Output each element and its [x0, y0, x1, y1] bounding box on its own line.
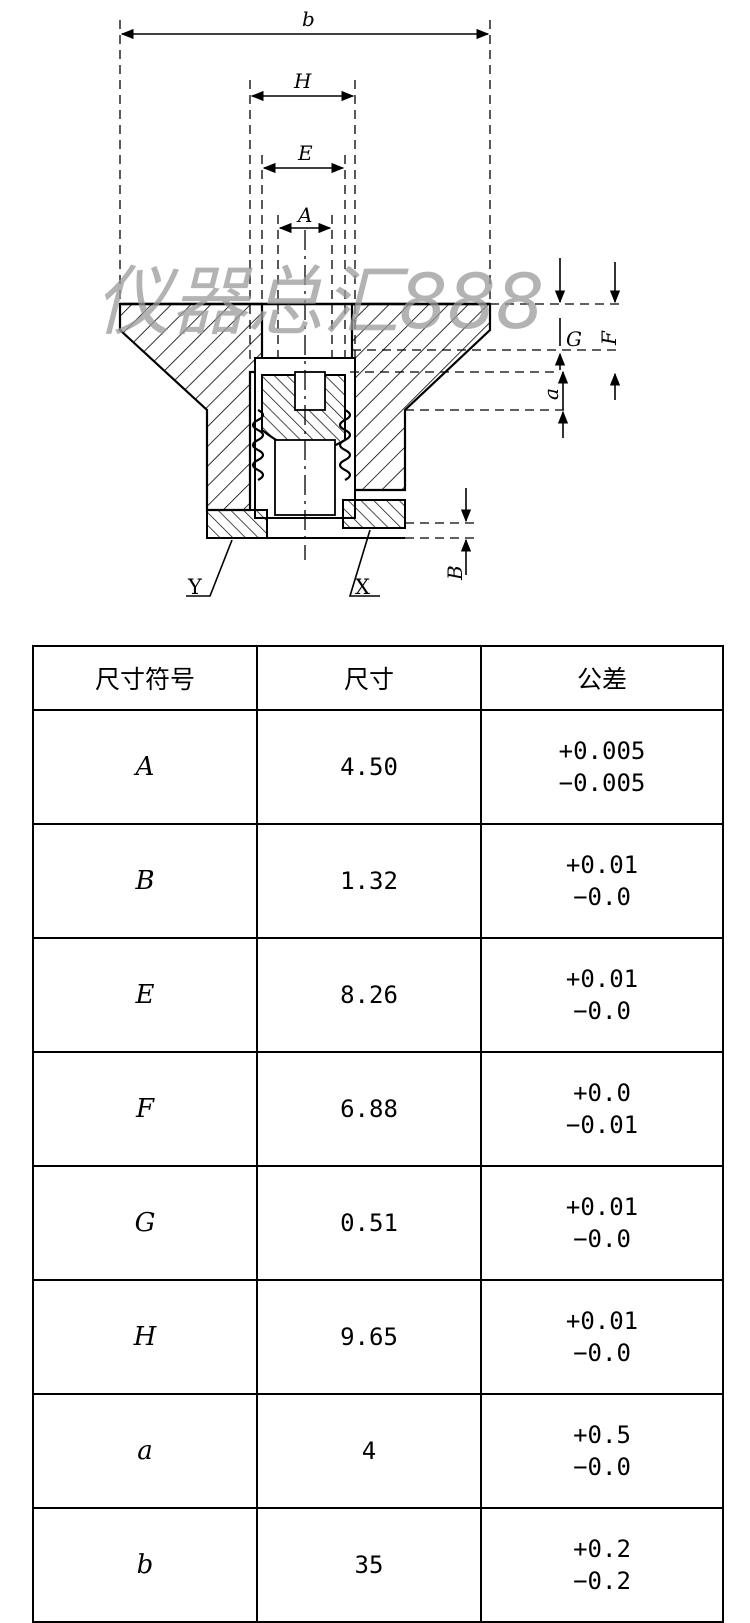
dim-label-b-thickness: B: [443, 565, 467, 581]
tol-plus: +0.01: [565, 1193, 639, 1221]
cell-size: 8.26: [256, 937, 482, 1053]
tol-plus: +0.01: [565, 1307, 639, 1335]
header-size: 尺寸: [256, 645, 482, 711]
cell-tolerance: +0.5 −0.0: [480, 1393, 724, 1509]
tol-minus: −0.0: [573, 1453, 631, 1481]
cell-size: 4.50: [256, 709, 482, 825]
cell-symbol: H: [32, 1279, 258, 1395]
tol-minus: −0.01: [565, 1111, 639, 1139]
callout-x: X: [355, 575, 370, 599]
dim-label-a-lower: a: [539, 388, 563, 400]
cell-symbol: E: [32, 937, 258, 1053]
table-row: H 9.65 +0.01 −0.0: [32, 1279, 724, 1395]
spring-right: [338, 409, 352, 481]
projection-lines: [119, 20, 620, 560]
cell-tolerance: +0.01 −0.0: [480, 1279, 724, 1395]
cell-symbol: G: [32, 1165, 258, 1281]
cell-symbol: b: [32, 1507, 258, 1623]
dimension-table: 尺寸符号 尺寸 公差 A 4.50 +0.005 −0.005 B 1.32 +0…: [32, 645, 724, 1623]
cell-size: 4: [256, 1393, 482, 1509]
cell-tolerance: +0.005 −0.005: [480, 709, 724, 825]
tol-minus: −0.005: [558, 769, 646, 797]
spring-left: [251, 409, 265, 481]
washer-right: [342, 499, 406, 529]
tol-plus: +0.0: [573, 1079, 631, 1107]
cell-tolerance: +0.01 −0.0: [480, 823, 724, 939]
tol-minus: −0.0: [573, 1225, 631, 1253]
table-row: A 4.50 +0.005 −0.005: [32, 709, 724, 825]
header-symbol: 尺寸符号: [32, 645, 258, 711]
cell-symbol: a: [32, 1393, 258, 1509]
tol-minus: −0.2: [573, 1567, 631, 1595]
table-row: G 0.51 +0.01 −0.0: [32, 1165, 724, 1281]
tol-minus: −0.0: [573, 997, 631, 1025]
cell-symbol: F: [32, 1051, 258, 1167]
tol-plus: +0.01: [565, 965, 639, 993]
watermark-text: 仪器总汇888: [95, 257, 544, 346]
tol-minus: −0.0: [573, 883, 631, 911]
header-tolerance: 公差: [480, 645, 724, 711]
cell-size: 0.51: [256, 1165, 482, 1281]
cell-symbol: B: [32, 823, 258, 939]
cell-tolerance: +0.01 −0.0: [480, 937, 724, 1053]
gauge-drawing: b H E A G F a B Y X 仪器总汇888: [0, 0, 750, 615]
callout-y: Y: [187, 575, 203, 599]
cell-size: 9.65: [256, 1279, 482, 1395]
tol-minus: −0.0: [573, 1339, 631, 1367]
dim-label-g: G: [566, 327, 582, 351]
dim-label-f: F: [597, 330, 621, 346]
table-row: F 6.88 +0.0 −0.01: [32, 1051, 724, 1167]
cell-size: 1.32: [256, 823, 482, 939]
cell-tolerance: +0.01 −0.0: [480, 1165, 724, 1281]
tol-plus: +0.01: [565, 851, 639, 879]
tol-plus: +0.5: [573, 1421, 631, 1449]
table-row: a 4 +0.5 −0.0: [32, 1393, 724, 1509]
cell-size: 35: [256, 1507, 482, 1623]
cell-symbol: A: [32, 709, 258, 825]
washer-left: [206, 509, 268, 539]
dim-label-b: b: [302, 7, 315, 31]
table-row: b 35 +0.2 −0.2: [32, 1507, 724, 1623]
table-row: E 8.26 +0.01 −0.0: [32, 937, 724, 1053]
cell-size: 6.88: [256, 1051, 482, 1167]
dim-label-h: H: [293, 69, 312, 93]
tol-plus: +0.005: [558, 737, 646, 765]
tol-plus: +0.2: [573, 1535, 631, 1563]
cell-tolerance: +0.0 −0.01: [480, 1051, 724, 1167]
cell-tolerance: +0.2 −0.2: [480, 1507, 724, 1623]
plunger: [261, 371, 346, 452]
dim-label-e: E: [297, 141, 313, 165]
table-row: B 1.32 +0.01 −0.0: [32, 823, 724, 939]
table-header-row: 尺寸符号 尺寸 公差: [32, 645, 724, 711]
dim-label-a-upper: A: [296, 203, 312, 227]
